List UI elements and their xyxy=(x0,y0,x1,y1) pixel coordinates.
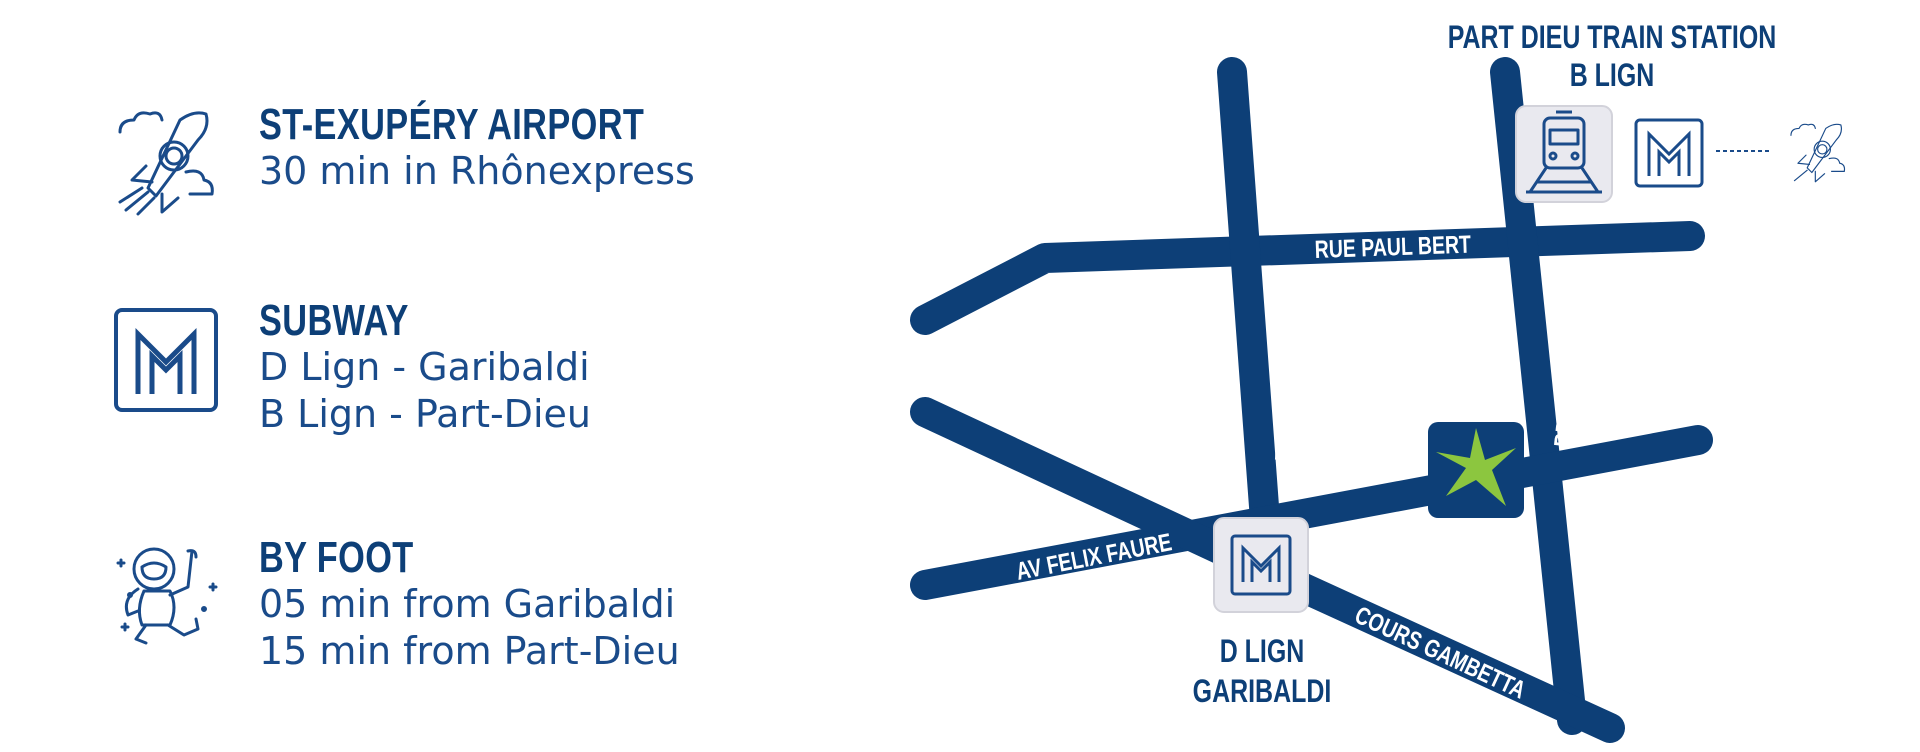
hotel-marker xyxy=(1428,422,1524,518)
subway-line-b: B Lign - Part-Dieu xyxy=(259,392,591,436)
subway-line-d: D Lign - Garibaldi xyxy=(259,345,590,389)
metro-marker-partdieu[interactable] xyxy=(1634,118,1704,188)
rocket-icon xyxy=(118,111,214,216)
road-felix-faure xyxy=(910,425,1713,600)
label-garibaldi: RUE GARIBALDI xyxy=(1270,306,1309,462)
rocket-icon xyxy=(1790,123,1846,183)
star-icon xyxy=(1436,428,1516,506)
info-subway: SUBWAY D Lign - Garibaldi B Lign - Part-… xyxy=(108,298,591,438)
metro-station-name: GARIBALDI xyxy=(1193,674,1332,710)
metro-icon xyxy=(114,308,218,412)
label-paul-bert: RUE PAUL BERT xyxy=(1314,230,1471,263)
subway-title: SUBWAY xyxy=(259,296,409,345)
label-vivier-merle: BD VIVIER MERLE xyxy=(1549,275,1595,448)
foot-garibaldi: 05 min from Garibaldi xyxy=(259,582,676,626)
metro-station-line: D LIGN xyxy=(1220,634,1305,670)
airport-time: 30 min in Rhônexpress xyxy=(259,149,695,193)
road-garibaldi xyxy=(1217,57,1280,535)
train-station-title: PART DIEU TRAIN STATION xyxy=(1448,20,1777,56)
label-felix-faure: AV FELIX FAURE xyxy=(1014,528,1174,585)
metro-icon xyxy=(1241,544,1281,582)
train-station-marker[interactable] xyxy=(1515,105,1613,203)
label-gambetta: COURS GAMBETTA xyxy=(1351,601,1530,704)
info-airport: ST-EXUPÉRY AIRPORT 30 min in Rhônexpress xyxy=(108,102,753,218)
road-paul-bert xyxy=(910,221,1705,335)
info-foot: BY FOOT 05 min from Garibaldi 15 min fro… xyxy=(108,535,680,675)
foot-title: BY FOOT xyxy=(259,533,414,582)
train-icon xyxy=(1526,110,1602,194)
airport-title: ST-EXUPÉRY AIRPORT xyxy=(259,100,645,149)
metro-icon xyxy=(1647,130,1691,176)
metro-marker-garibaldi[interactable] xyxy=(1213,517,1309,613)
astronaut-icon xyxy=(116,547,218,645)
train-station-line: B LIGN xyxy=(1570,58,1655,94)
foot-partdieu: 15 min from Part-Dieu xyxy=(259,629,680,673)
